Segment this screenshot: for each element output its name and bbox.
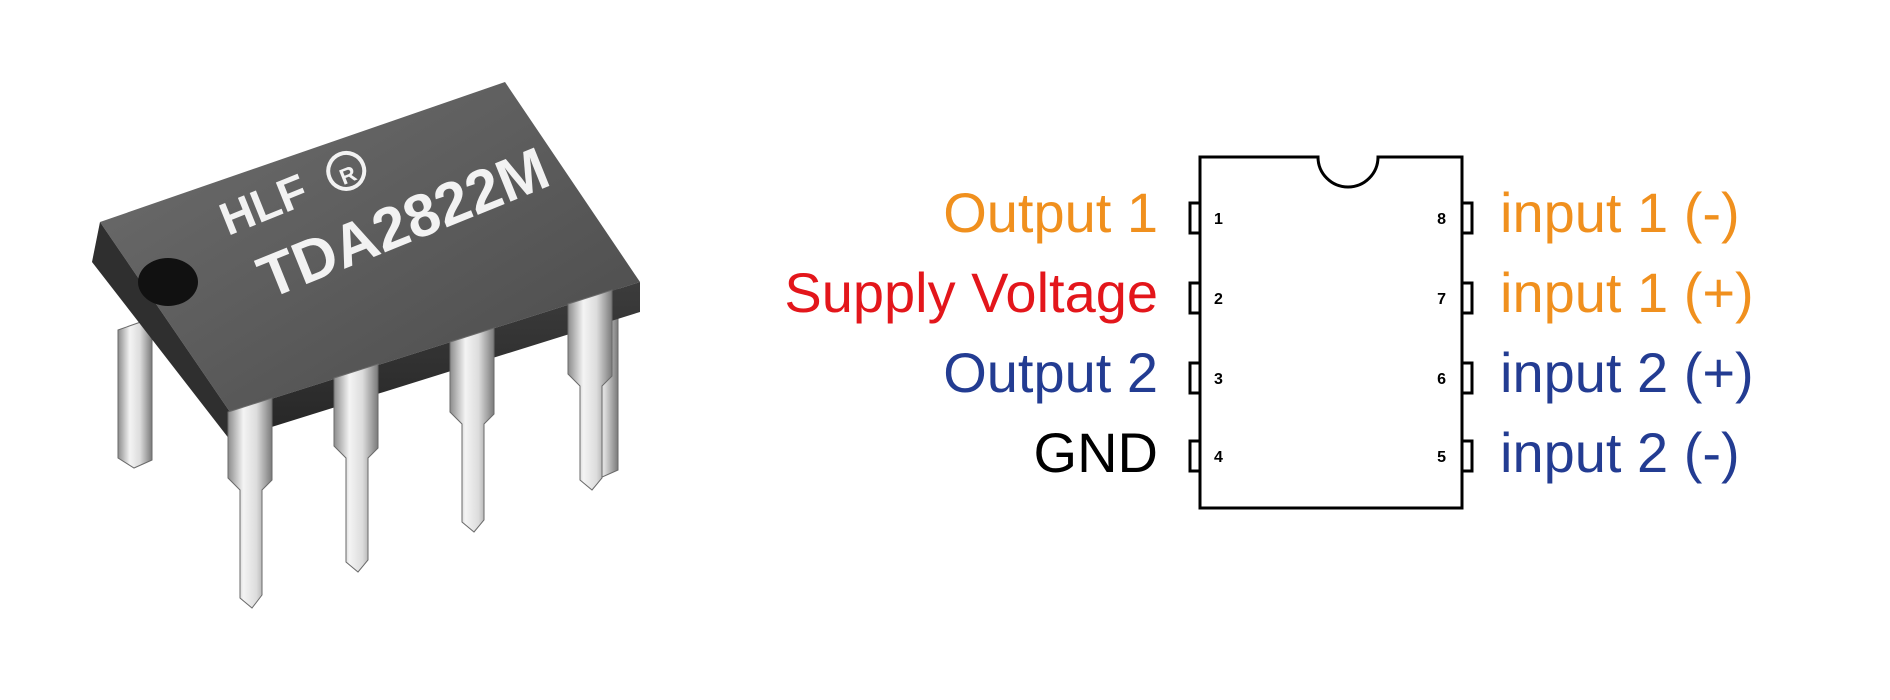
pin-7-lead <box>1462 281 1474 315</box>
pin-label-4: GND <box>1034 421 1158 484</box>
pin-label-1: Output 1 <box>943 181 1158 244</box>
left-pins: 1 2 3 4 <box>1188 201 1223 473</box>
pin-label-8: input 1 (-) <box>1500 181 1740 244</box>
pin-number-1: 1 <box>1214 211 1223 228</box>
chip-body-front <box>92 222 230 440</box>
pin-number-4: 4 <box>1214 449 1223 466</box>
pin-3-lead <box>1188 361 1200 395</box>
pin-number-3: 3 <box>1214 371 1223 388</box>
pin-number-2: 2 <box>1214 291 1223 308</box>
right-labels: input 1 (-) input 1 (+) input 2 (+) inpu… <box>1500 181 1754 484</box>
pin-label-3: Output 2 <box>943 341 1158 404</box>
chip-body-top <box>100 82 640 412</box>
pin-number-6: 6 <box>1437 371 1446 388</box>
right-pins: 8 7 6 5 <box>1437 201 1474 473</box>
pin-label-6: input 2 (+) <box>1500 341 1754 404</box>
chip-photo: HLF R TDA2822M <box>92 82 640 609</box>
left-labels: Output 1 Supply Voltage Output 2 GND <box>784 181 1158 484</box>
ic-outline <box>1198 155 1464 510</box>
pin-4-lead <box>1188 439 1200 473</box>
pin-5-lead <box>1462 439 1474 473</box>
chip-notch <box>138 258 198 306</box>
chip-front-legs <box>227 289 613 609</box>
pin-number-7: 7 <box>1437 291 1446 308</box>
pin-1-lead <box>1188 201 1200 235</box>
pin-number-5: 5 <box>1437 449 1446 466</box>
pinout-schematic: 1 2 3 4 8 7 6 5 Output 1 Supply Voltage … <box>784 155 1754 510</box>
pin-label-7: input 1 (+) <box>1500 261 1754 324</box>
pin-number-8: 8 <box>1437 211 1446 228</box>
pin-8-lead <box>1462 201 1474 235</box>
pin-label-5: input 2 (-) <box>1500 421 1740 484</box>
pin-6-lead <box>1462 361 1474 395</box>
pin-2-lead <box>1188 281 1200 315</box>
pin-label-2: Supply Voltage <box>784 261 1158 324</box>
